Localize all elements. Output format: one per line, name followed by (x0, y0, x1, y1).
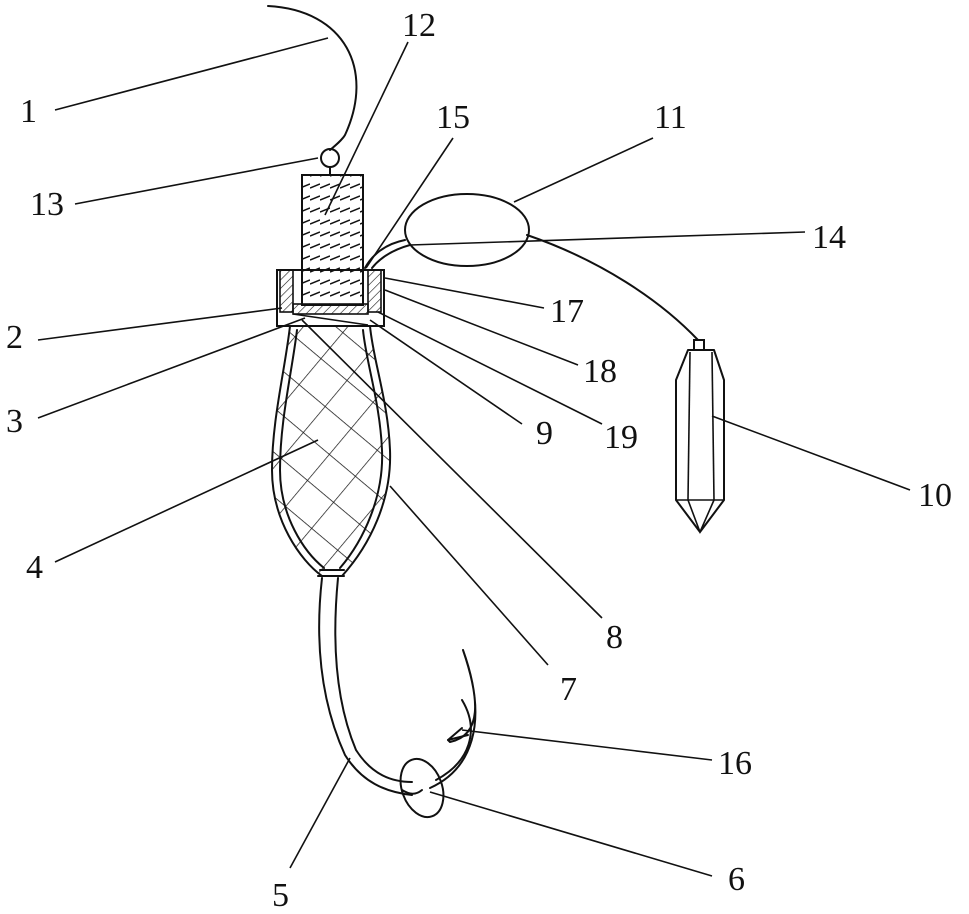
label-3: 3 (6, 403, 23, 440)
leader-3 (38, 318, 305, 418)
leader-1 (55, 38, 328, 110)
sinker-eye (694, 340, 704, 350)
leader-15 (366, 138, 453, 268)
leader-10 (712, 416, 910, 490)
label-17: 17 (550, 293, 584, 330)
stopper-bead (393, 753, 451, 823)
label-7: 7 (560, 671, 577, 708)
connecting-ring (321, 149, 339, 167)
label-6: 6 (728, 861, 745, 898)
bottom-plate (293, 304, 368, 314)
label-8: 8 (606, 619, 623, 656)
leader-14 (410, 232, 805, 245)
label-12: 12 (402, 7, 436, 44)
float-body (302, 175, 363, 305)
side-line-connector-2 (365, 240, 405, 268)
leader-16 (462, 730, 712, 760)
label-1: 1 (20, 93, 37, 130)
hook-line-inner (335, 578, 412, 782)
leader-6 (430, 792, 712, 876)
label-16: 16 (718, 745, 752, 782)
sinker-tip-facets (688, 500, 714, 532)
left-sleeve-wall (280, 270, 293, 312)
hook-shank (436, 700, 471, 780)
label-5: 5 (272, 877, 289, 914)
label-13: 13 (30, 186, 64, 223)
side-line-connector (372, 245, 410, 268)
leader-17 (385, 278, 544, 308)
leader-11 (514, 138, 653, 202)
label-2: 2 (6, 319, 23, 356)
sinker-body (676, 350, 724, 532)
label-4: 4 (26, 549, 43, 586)
leader-12 (325, 42, 408, 215)
label-14: 14 (812, 219, 846, 256)
right-sleeve-wall (368, 270, 381, 312)
label-18: 18 (583, 353, 617, 390)
label-11: 11 (654, 99, 687, 136)
leader-2 (38, 308, 282, 340)
sinker-facet-2 (712, 352, 714, 500)
leader-5 (290, 758, 350, 868)
label-19: 19 (604, 419, 638, 456)
leader-13 (75, 158, 318, 204)
label-10: 10 (918, 477, 952, 514)
side-float (405, 194, 529, 266)
leader-7 (390, 486, 548, 665)
fishing-line (268, 6, 356, 150)
leader-lines (38, 38, 910, 876)
sinker-facet-1 (688, 352, 690, 500)
label-15: 15 (436, 99, 470, 136)
label-9: 9 (536, 415, 553, 452)
